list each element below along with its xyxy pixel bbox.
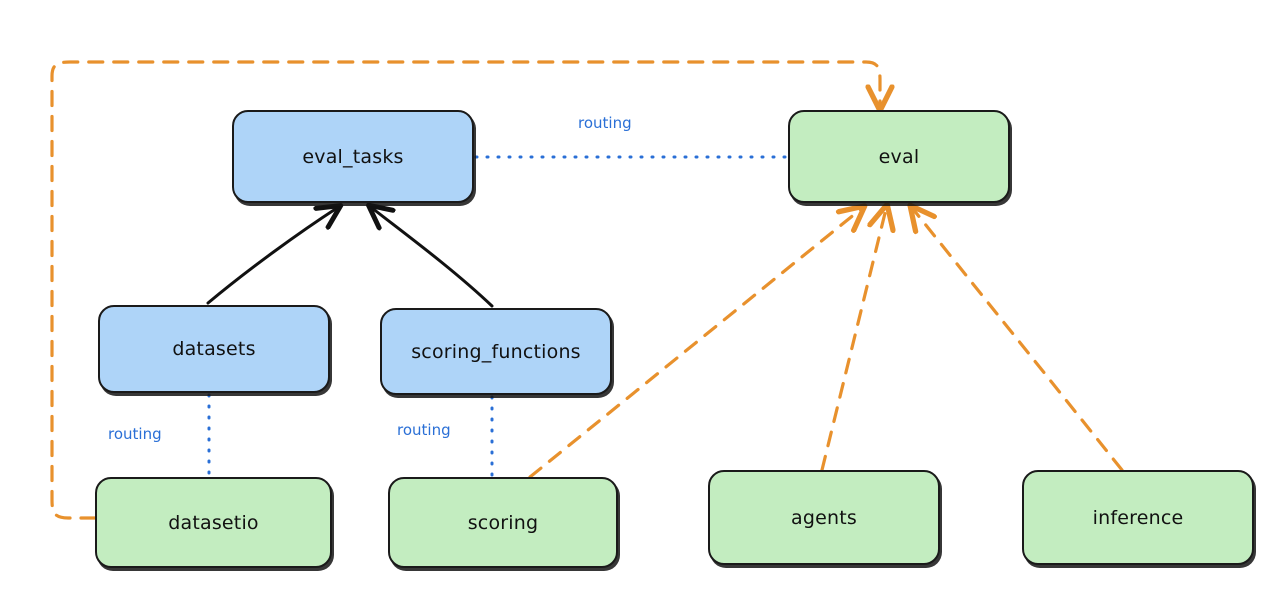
node-label: scoring <box>467 511 539 534</box>
node-label: datasets <box>172 338 256 360</box>
node-eval[interactable]: eval <box>788 110 1010 203</box>
node-datasetio[interactable]: datasetio <box>95 477 332 568</box>
edge-label-routing-datasets-datasetio: routing <box>108 425 162 443</box>
edge-agents-to-eval <box>820 209 886 472</box>
edge-datasets-to-eval-tasks <box>206 208 337 305</box>
edge-inference-to-eval <box>913 209 1124 472</box>
edge-scoring-functions-to-eval-tasks <box>372 208 494 308</box>
node-scoring-functions[interactable]: scoring_functions <box>380 308 612 395</box>
node-label: scoring_functions <box>411 340 581 363</box>
node-label: agents <box>791 506 857 529</box>
node-agents[interactable]: agents <box>708 470 940 565</box>
node-label: eval <box>878 145 920 168</box>
node-datasets[interactable]: datasets <box>98 305 330 393</box>
node-inference[interactable]: inference <box>1022 470 1254 565</box>
node-label: eval_tasks <box>302 145 404 168</box>
edge-label-routing-eval-tasks-eval: routing <box>578 114 632 132</box>
node-eval-tasks[interactable]: eval_tasks <box>232 110 474 203</box>
node-scoring[interactable]: scoring <box>388 477 618 568</box>
node-label: datasetio <box>168 511 259 534</box>
node-label: inference <box>1092 506 1184 529</box>
edge-label-routing-scoring-functions-scoring: routing <box>397 421 451 439</box>
